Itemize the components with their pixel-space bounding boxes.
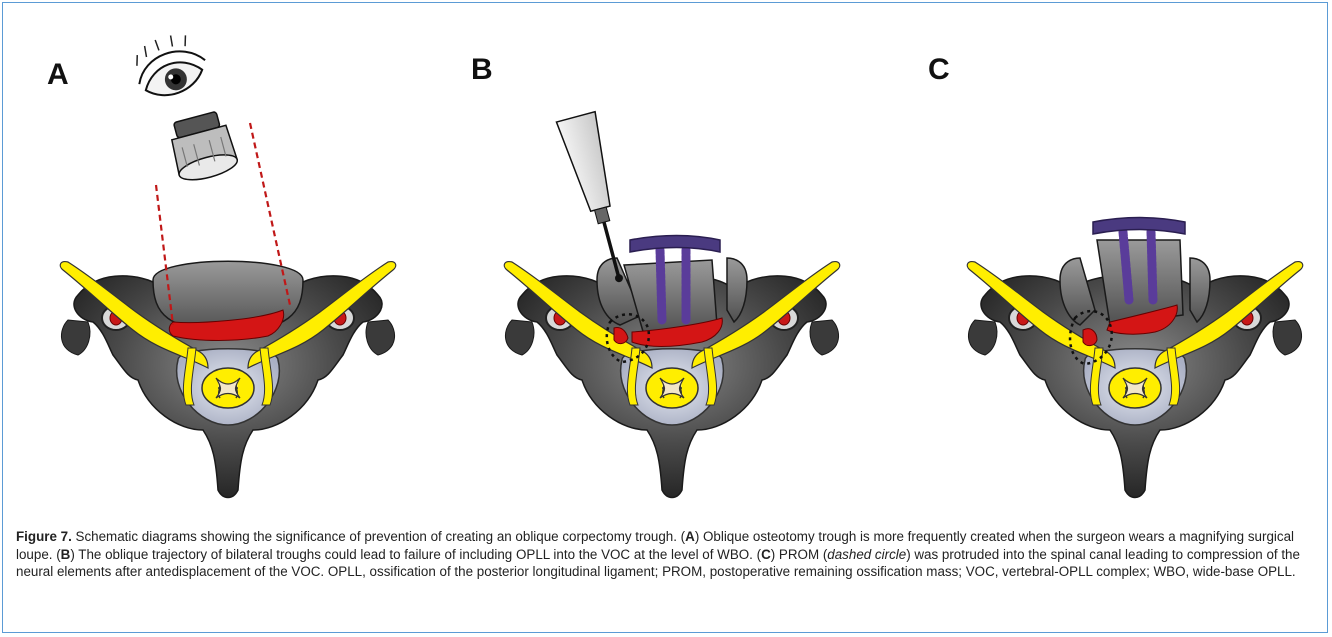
schematic-illustration — [0, 0, 1332, 525]
caption-ref-a: A — [685, 529, 695, 544]
caption-italic: dashed circle — [827, 547, 906, 562]
caption-ref-c: C — [761, 547, 771, 562]
panel-b-diagram — [504, 236, 839, 498]
plate-icon — [1093, 218, 1185, 235]
panel-c-diagram — [967, 218, 1302, 498]
figure-caption: Figure 7. Schematic diagrams showing the… — [16, 528, 1321, 581]
loupe-icon — [166, 109, 240, 184]
caption-text: Schematic diagrams showing the significa… — [72, 529, 685, 544]
panel-a-diagram — [60, 123, 395, 498]
plate-icon — [630, 236, 720, 253]
screw-icon — [1151, 232, 1153, 300]
screw-icon — [660, 250, 662, 320]
drill-icon — [556, 112, 639, 288]
caption-text: ) The oblique trajectory of bilateral tr… — [70, 547, 761, 562]
figure-label: Figure 7. — [16, 529, 72, 544]
caption-text: ) PROM ( — [771, 547, 828, 562]
eye-icon — [127, 26, 212, 104]
screw-icon — [1123, 232, 1129, 300]
caption-ref-b: B — [61, 547, 71, 562]
